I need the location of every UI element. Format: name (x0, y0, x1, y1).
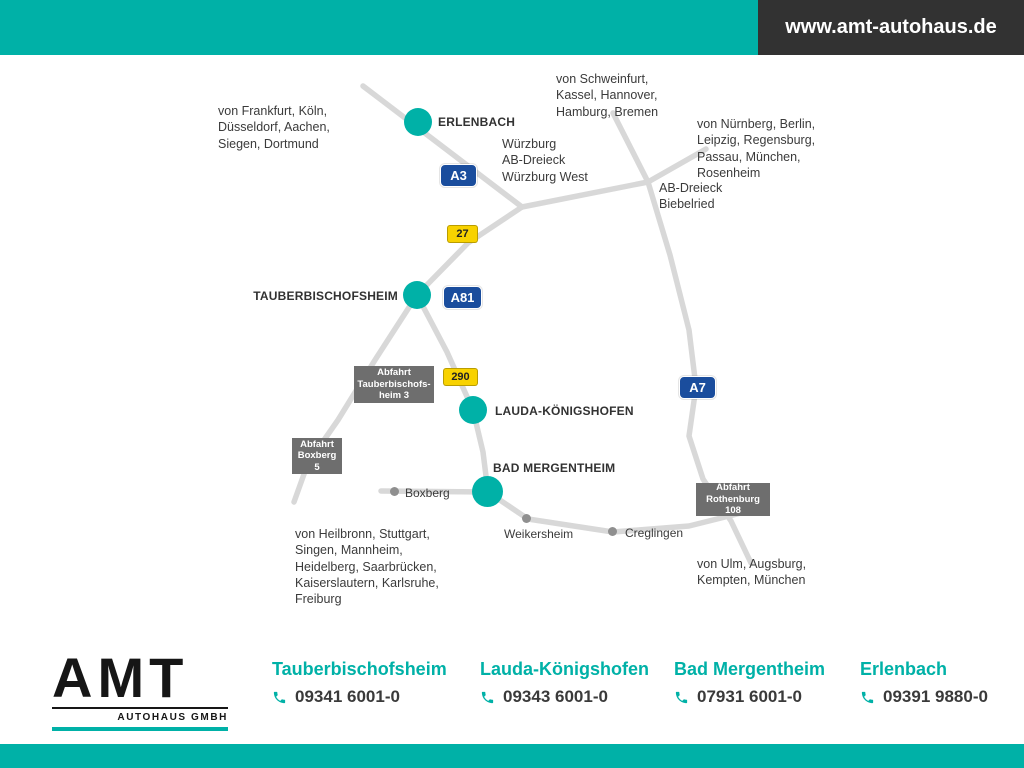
autobahn-badge-a81: A81 (443, 286, 482, 309)
phone-icon (674, 690, 689, 705)
direction-from-frankfurt: von Frankfurt, Köln, Düsseldorf, Aachen,… (218, 104, 330, 151)
branch-city-name: Bad Mergentheim (674, 659, 826, 679)
branch-phone-number: 07931 6001-0 (697, 687, 802, 706)
road-a7-north (610, 110, 651, 185)
bundesstrasse-badge-27: 27 (447, 225, 478, 243)
branch-phone-number: 09391 9880-0 (883, 687, 988, 706)
town-dot-boxberg (390, 487, 399, 496)
branch-city-name: Erlenbach (860, 659, 948, 679)
branch-phone[interactable]: 07931 6001-0 (674, 687, 825, 707)
branch-phone-number: 09341 6001-0 (295, 687, 400, 706)
branch-city-name: Lauda-Königshofen (480, 659, 649, 679)
bottom-bar (0, 744, 1024, 768)
amt-logo-rule (52, 707, 228, 709)
amt-logo-name: AMT (52, 646, 189, 709)
exit-sign-tauberbischofsheim: Abfahrt Tauberbischofs- heim 3 (354, 366, 434, 403)
website-url[interactable]: www.amt-autohaus.de (758, 0, 1024, 55)
amt-logo-teal-bar (52, 727, 228, 731)
direction-from-heilbronn: von Heilbronn, Stuttgart, Singen, Mannhe… (295, 527, 439, 606)
city-marker-erlenbach (404, 108, 432, 136)
exit-sign-rothenburg: Abfahrt Rothenburg 108 (696, 482, 770, 516)
town-dot-creglingen (608, 527, 617, 536)
town-label-boxberg: Boxberg (405, 486, 450, 500)
map-label-tauberbischofsheim: TAUBERBISCHOFSHEIM (253, 289, 398, 303)
autobahn-badge-a3: A3 (440, 164, 477, 187)
direction-from-schweinfurt: von Schweinfurt, Kassel, Hannover, Hambu… (556, 72, 659, 119)
town-dot-weikersheim (522, 514, 531, 523)
junction-biebelried-label: AB-Dreieck Biebelried (659, 181, 723, 212)
branch-erlenbach: Erlenbach 09391 9880-0 (860, 659, 988, 707)
road-a3-west (360, 83, 525, 210)
map-label-bad-mergentheim: BAD MERGENTHEIM (493, 461, 616, 475)
city-marker-tauberbischofsheim (403, 281, 431, 309)
autobahn-badge-a7: A7 (679, 376, 716, 399)
branch-phone-number: 09343 6001-0 (503, 687, 608, 706)
branch-phone[interactable]: 09343 6001-0 (480, 687, 649, 707)
map-label-lauda-koenigshofen: LAUDA-KÖNIGSHOFEN (495, 404, 634, 418)
branch-bad-mergentheim: Bad Mergentheim 07931 6001-0 (674, 659, 825, 707)
amt-logo: AMT AUTOHAUS GMBH (52, 650, 228, 731)
phone-icon (272, 690, 287, 705)
branch-city-name: Tauberbischofsheim (272, 659, 447, 679)
branch-phone[interactable]: 09341 6001-0 (272, 687, 447, 707)
branch-phone[interactable]: 09391 9880-0 (860, 687, 988, 707)
map-label-erlenbach: ERLENBACH (438, 115, 516, 129)
direction-from-nuernberg: von Nürnberg, Berlin, Leipzig, Regensbur… (697, 117, 816, 180)
bundesstrasse-badge-290: 290 (443, 368, 478, 386)
town-label-creglingen: Creglingen (625, 526, 684, 540)
exit-sign-boxberg: Abfahrt Boxberg 5 (292, 438, 342, 474)
phone-icon (480, 690, 495, 705)
amt-logo-subtitle: AUTOHAUS GMBH (117, 712, 228, 723)
phone-icon (860, 690, 875, 705)
town-label-weikersheim: Weikersheim (504, 527, 574, 541)
city-marker-bad-mergentheim (472, 476, 503, 507)
junction-wuerzburg-west-label: Würzburg AB-Dreieck Würzburg West (502, 137, 588, 184)
city-marker-lauda-koenigshofen (459, 396, 487, 424)
direction-from-ulm: von Ulm, Augsburg, Kempten, München (697, 557, 807, 588)
branch-tauberbischofsheim: Tauberbischofsheim 09341 6001-0 (272, 659, 447, 707)
branch-lauda-koenigshofen: Lauda-Königshofen 09343 6001-0 (480, 659, 649, 707)
